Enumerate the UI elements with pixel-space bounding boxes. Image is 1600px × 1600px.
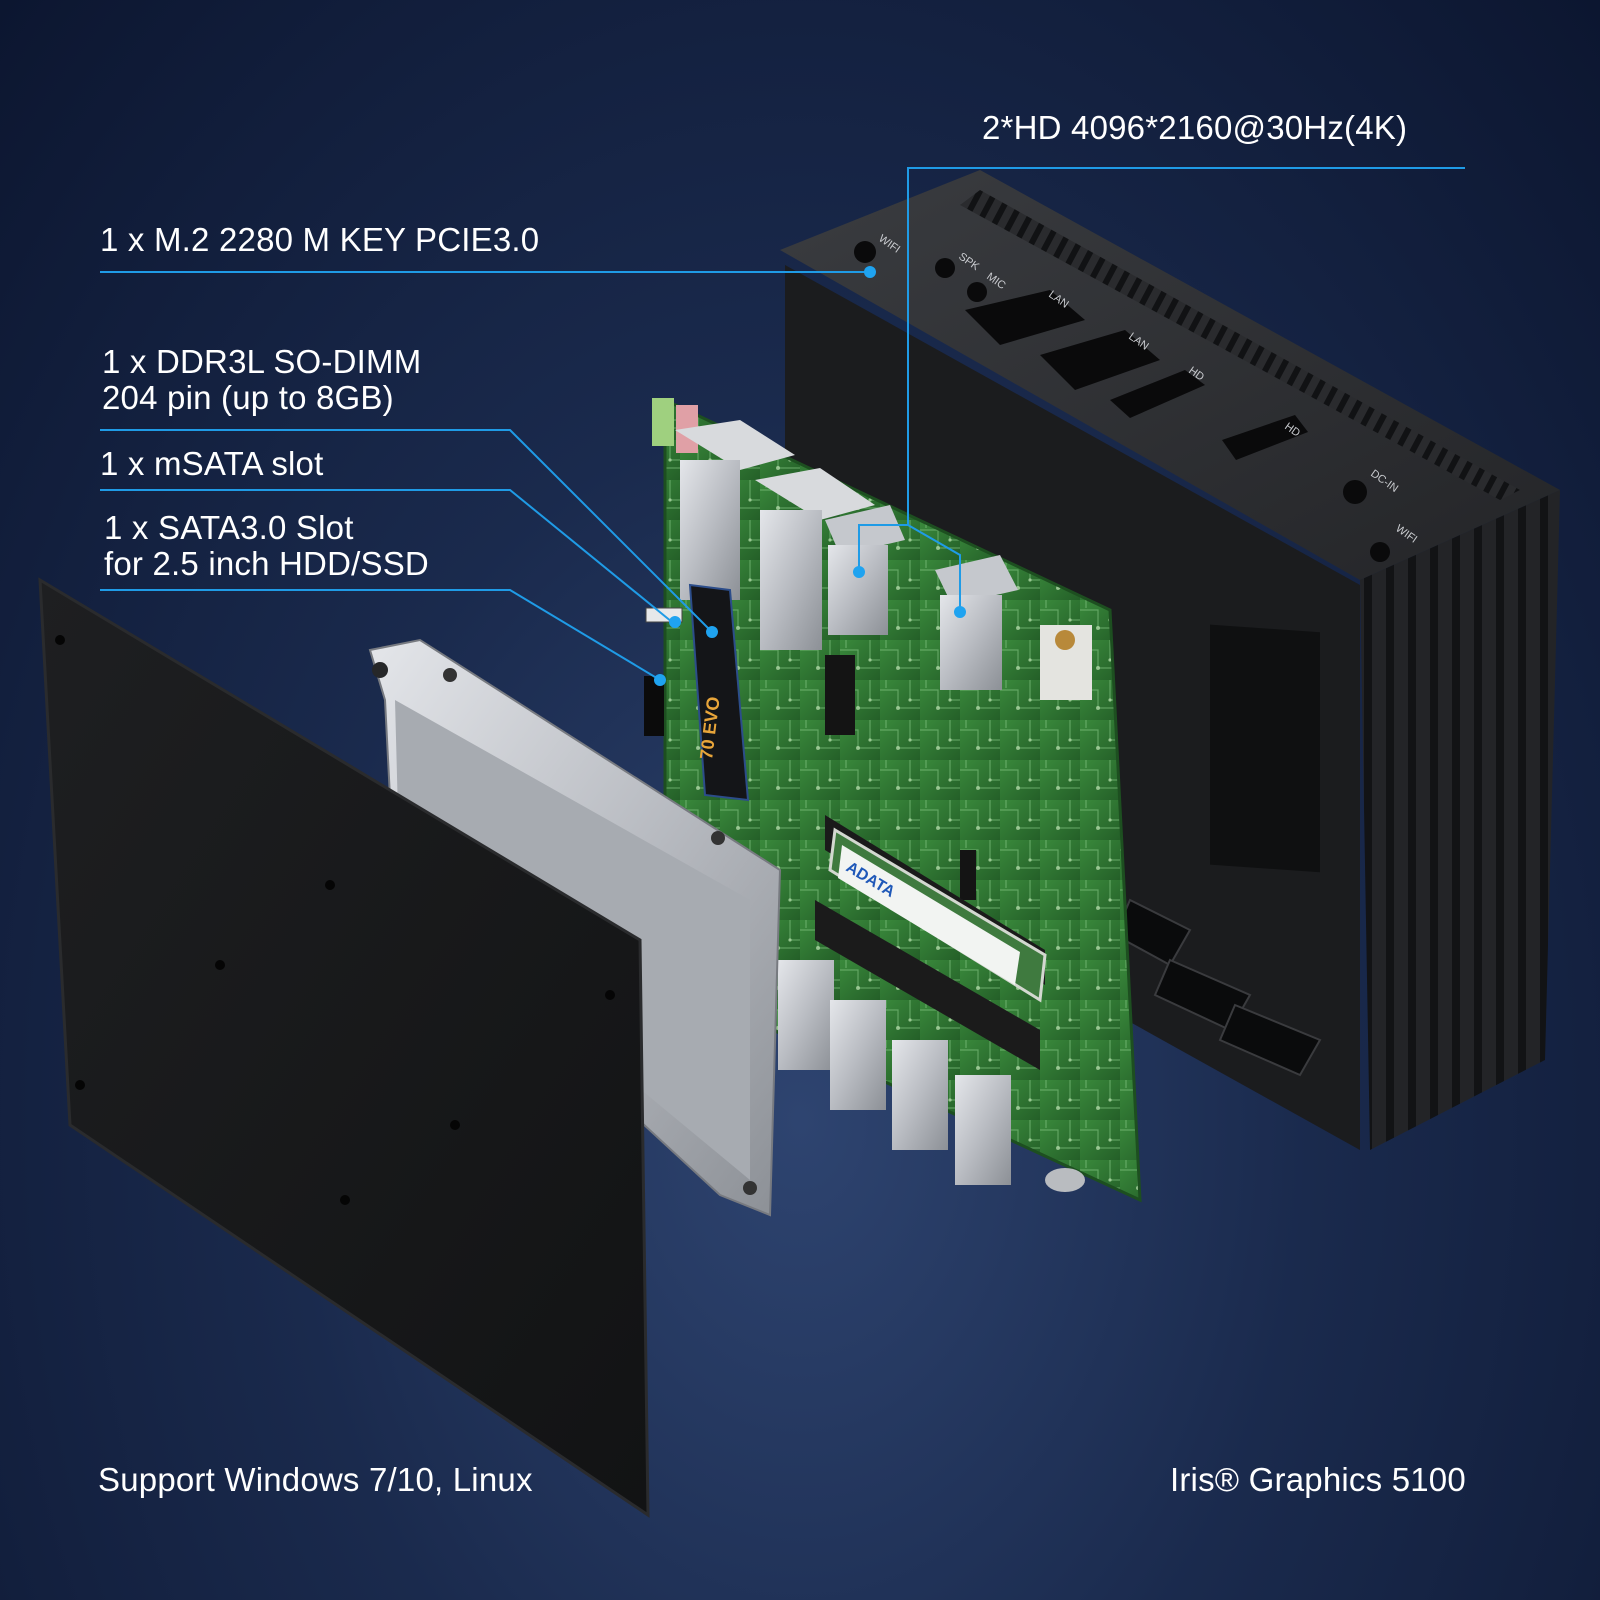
dc-in-jack	[1040, 625, 1092, 700]
callout-ddr-line1: 1 x DDR3L SO-DIMM	[102, 343, 422, 380]
footer-os-support: Support Windows 7/10, Linux	[98, 1461, 533, 1498]
case-top-panel	[780, 170, 1560, 580]
callout-dot	[864, 266, 876, 278]
usb-port	[830, 1000, 886, 1110]
case-heatsink-fins-side	[1360, 490, 1560, 1150]
hdmi-port-1	[825, 505, 905, 635]
callout-dot	[669, 616, 681, 628]
ram-module: ADATA	[815, 815, 1047, 1070]
callout-line-hdmi	[907, 167, 1465, 525]
callout-m2-slot: 1 x M.2 2280 M KEY PCIE3.0	[100, 221, 540, 258]
callout-msata: 1 x mSATA slot	[100, 445, 324, 482]
sata-connector	[644, 676, 664, 736]
callout-dot	[954, 606, 966, 618]
footer-graphics: Iris® Graphics 5100	[1170, 1461, 1466, 1498]
audio-jack-green	[652, 398, 674, 446]
sodimm-slot	[815, 900, 1040, 1070]
callout-ddr-line2: 204 pin (up to 8GB)	[102, 379, 394, 416]
bottom-plate	[38, 577, 650, 1518]
callout-lines	[100, 167, 1465, 686]
callout-line-hdmi-branch-1	[858, 524, 908, 572]
chip	[825, 655, 855, 735]
usb-ports	[778, 960, 1011, 1185]
hdmi-port-2	[935, 555, 1018, 690]
callout-hdmi: 2*HD 4096*2160@30Hz(4K)	[982, 109, 1408, 146]
case-port-cutouts	[854, 241, 1390, 562]
callout-dot	[706, 626, 718, 638]
cmos-battery	[1045, 1168, 1085, 1192]
callout-line-ddr	[100, 429, 713, 633]
callout-sata-line2: for 2.5 inch HDD/SSD	[104, 545, 429, 582]
case-internal-bracket	[1210, 624, 1320, 873]
callout-line-msata	[100, 489, 673, 623]
m2-ssd: 70 EVO	[688, 583, 750, 802]
callout-line-sata	[100, 589, 661, 681]
callout-dot	[853, 566, 865, 578]
lan-port-1	[675, 420, 795, 600]
usb-port	[892, 1040, 948, 1150]
usb-port	[778, 960, 834, 1070]
callout-line-hdmi-branch-2	[907, 524, 961, 612]
case-bottom-vents	[1113, 898, 1322, 1077]
motherboard: 70 EVO ADATA	[644, 397, 1142, 1203]
usb-port	[955, 1075, 1011, 1185]
chip	[960, 850, 976, 900]
callout-dot	[654, 674, 666, 686]
case-heatsink-fins-top	[960, 190, 1520, 500]
callout-sata-line1: 1 x SATA3.0 Slot	[104, 509, 354, 546]
lan-port-2	[755, 468, 875, 650]
